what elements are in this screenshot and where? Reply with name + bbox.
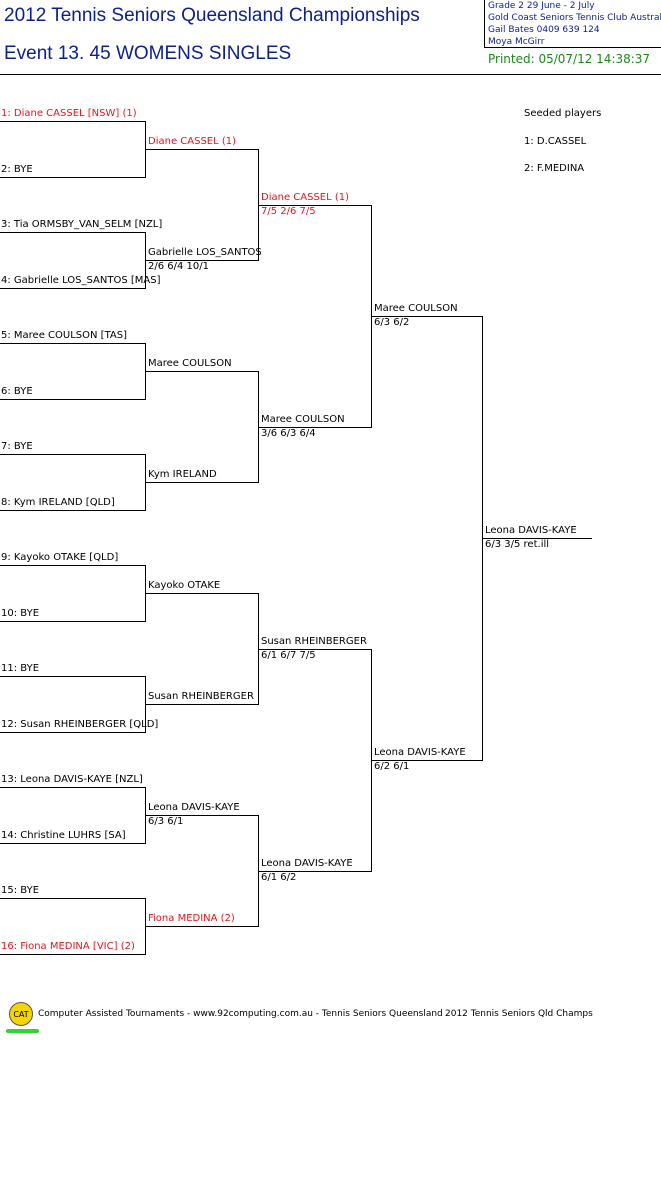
round1-entry: 13: Leona DAVIS-KAYE [NZL] <box>1 774 143 785</box>
round2-winner: Susan RHEINBERGER <box>148 691 254 702</box>
bracket-line <box>145 482 258 483</box>
round1-entry: 15: BYE <box>1 885 40 896</box>
bracket-line <box>145 149 258 150</box>
bracket-line <box>0 121 145 122</box>
round1-entry: 14: Christine LUHRS [SA] <box>1 830 126 841</box>
seeded-heading: Seeded players <box>524 108 602 119</box>
round1-entry: 8: Kym IRELAND [QLD] <box>1 497 115 508</box>
round1-entry: 1: Diane CASSEL [NSW] (1) <box>1 108 137 119</box>
event-title: Event 13. 45 WOMENS SINGLES <box>4 43 292 64</box>
round2-winner: Diane CASSEL (1) <box>148 136 237 147</box>
round1-entry: 9: Kayoko OTAKE [QLD] <box>1 552 119 563</box>
round4-score: 6/2 6/1 <box>374 761 410 772</box>
bracket-line <box>145 926 258 927</box>
bracket-line <box>482 538 592 539</box>
round1-entry: 2: BYE <box>1 164 33 175</box>
printed-timestamp: Printed: 05/07/12 14:38:37 <box>488 52 651 66</box>
round3-score: 6/1 6/7 7/5 <box>261 650 316 661</box>
bracket-line <box>0 288 145 289</box>
bracket-line <box>371 760 482 761</box>
round1-entry: 10: BYE <box>1 608 40 619</box>
info-line: Gold Coast Seniors Tennis Club Australia <box>488 13 661 23</box>
round1-entry: 4: Gabrielle LOS_SANTOS [MAS] <box>1 275 161 286</box>
round2-winner: Fiona MEDINA (2) <box>148 913 235 924</box>
bracket-line <box>371 316 482 317</box>
bracket-line <box>0 898 145 899</box>
round1-entry: 5: Maree COULSON [TAS] <box>1 330 127 341</box>
round4-winner: Maree COULSON <box>374 303 458 314</box>
bracket-line <box>0 177 145 178</box>
round1-entry: 16: Fiona MEDINA [VIC] (2) <box>1 941 135 952</box>
bracket-line <box>0 510 145 511</box>
bracket-line <box>0 676 145 677</box>
bracket-line <box>0 621 145 622</box>
bracket-line <box>0 843 145 844</box>
bracket-line <box>145 704 258 705</box>
round2-score: 6/3 6/1 <box>148 816 184 827</box>
footer-credit: Computer Assisted Tournaments - www.92co… <box>38 1009 443 1019</box>
info-line: Gail Bates 0409 639 124 <box>488 25 600 35</box>
bracket-line <box>0 787 145 788</box>
tournament-info-box: Grade 2 29 June - 2 July Gold Coast Seni… <box>484 0 661 48</box>
round1-entry: 6: BYE <box>1 386 33 397</box>
round2-winner: Leona DAVIS-KAYE <box>148 802 240 813</box>
round4-score: 6/3 6/2 <box>374 317 410 328</box>
round3-score: 7/5 2/6 7/5 <box>261 206 316 217</box>
round1-entry: 7: BYE <box>1 441 33 452</box>
round2-winner: Maree COULSON <box>148 358 232 369</box>
page-title: 2012 Tennis Seniors Queensland Champions… <box>4 5 420 26</box>
bracket-line <box>0 954 145 955</box>
header-divider <box>0 74 661 75</box>
round3-winner: Susan RHEINBERGER <box>261 636 367 647</box>
round2-winner: Gabrielle LOS_SANTOS <box>148 247 262 258</box>
bracket-line <box>258 871 371 872</box>
bracket-line <box>0 565 145 566</box>
bracket-line <box>0 343 145 344</box>
round4-winner: Leona DAVIS-KAYE <box>374 747 466 758</box>
bracket-line <box>258 649 371 650</box>
champion-name: Leona DAVIS-KAYE <box>485 525 577 536</box>
bracket-line <box>0 232 145 233</box>
round1-entry: 11: BYE <box>1 663 40 674</box>
info-line: Moya McGirr <box>488 37 545 47</box>
final-score: 6/3 3/5 ret.ill <box>485 539 550 550</box>
seed-entry: 2: F.MEDINA <box>524 163 585 174</box>
bracket-line <box>0 399 145 400</box>
bracket-line <box>258 205 371 206</box>
cat-logo: CAT <box>9 1002 33 1026</box>
round2-winner: Kayoko OTAKE <box>148 580 221 591</box>
round3-score: 3/6 6/3 6/4 <box>261 428 316 439</box>
round2-score: 2/6 6/4 10/1 <box>148 261 210 272</box>
bracket-line <box>0 454 145 455</box>
seed-entry: 1: D.CASSEL <box>524 136 587 147</box>
bracket-line <box>0 732 145 733</box>
bracket-line <box>145 593 258 594</box>
info-line: Grade 2 29 June - 2 July <box>488 1 595 11</box>
bracket-line <box>145 815 258 816</box>
bracket-line <box>145 371 258 372</box>
logo-underline <box>6 1029 39 1033</box>
round1-entry: 12: Susan RHEINBERGER [QLD] <box>1 719 159 730</box>
round3-winner: Leona DAVIS-KAYE <box>261 858 353 869</box>
bracket-line <box>145 260 258 261</box>
round1-entry: 3: Tia ORMSBY_VAN_SELM [NZL] <box>1 219 163 230</box>
footer-event: 2012 Tennis Seniors Qld Champs <box>445 1009 593 1019</box>
bracket-line <box>258 427 371 428</box>
round3-winner: Maree COULSON <box>261 414 345 425</box>
round3-winner: Diane CASSEL (1) <box>261 192 350 203</box>
round3-score: 6/1 6/2 <box>261 872 297 883</box>
round2-winner: Kym IRELAND <box>148 469 217 480</box>
